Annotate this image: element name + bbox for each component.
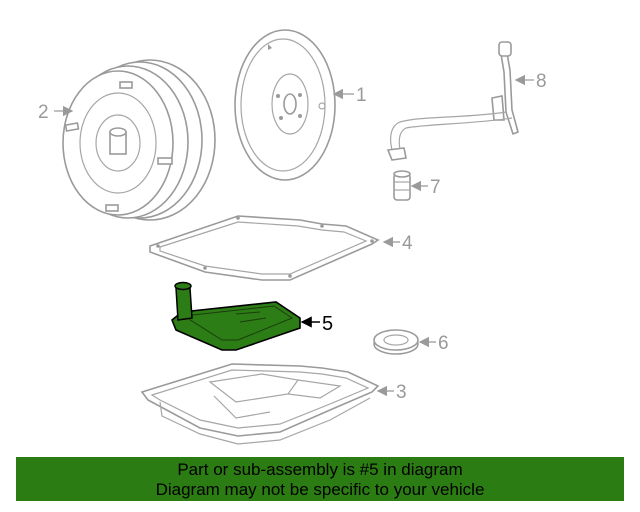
filter-seal-part[interactable] bbox=[373, 329, 419, 355]
callout-7[interactable]: 7 bbox=[430, 177, 441, 198]
torque-converter-part[interactable] bbox=[62, 59, 216, 221]
callout-5[interactable]: 5 bbox=[322, 313, 333, 335]
callout-6[interactable]: 6 bbox=[438, 333, 449, 354]
transmission-filter-part[interactable] bbox=[171, 281, 301, 351]
dipstick-tube-part[interactable] bbox=[386, 41, 519, 161]
banner-line-1: Part or sub-assembly is #5 in diagram bbox=[177, 460, 463, 479]
callout-8[interactable]: 8 bbox=[536, 71, 547, 92]
pan-gasket-part[interactable] bbox=[149, 215, 380, 281]
tube-seal-part[interactable] bbox=[393, 170, 411, 201]
callout-1[interactable]: 1 bbox=[356, 85, 367, 106]
callout-2[interactable]: 2 bbox=[38, 102, 49, 123]
info-banner: Part or sub-assembly is #5 in diagram Di… bbox=[16, 457, 624, 501]
leader-lines bbox=[54, 74, 534, 397]
oil-pan-part[interactable] bbox=[140, 363, 380, 445]
parts-diagram: 1 2 3 4 5 6 7 8 bbox=[38, 29, 547, 445]
callout-4[interactable]: 4 bbox=[402, 233, 413, 254]
flexplate-part[interactable] bbox=[234, 29, 336, 181]
banner-line-2: Diagram may not be specific to your vehi… bbox=[155, 480, 485, 499]
callout-3[interactable]: 3 bbox=[396, 382, 407, 403]
